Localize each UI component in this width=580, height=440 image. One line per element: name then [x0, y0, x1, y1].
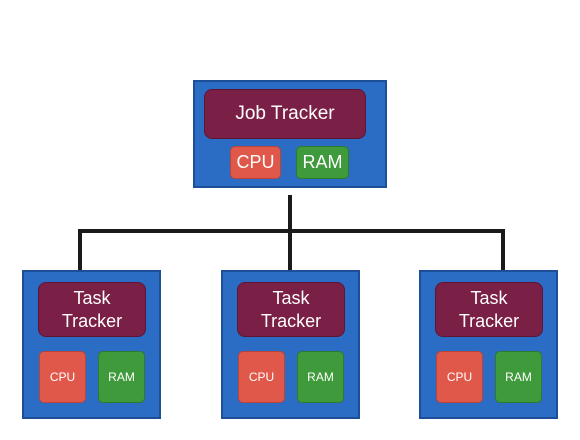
task-tracker-label-box-1: Task Tracker: [38, 282, 146, 337]
task-tracker-ram-label-1: RAM: [108, 370, 135, 384]
job-tracker-cpu-label: CPU: [236, 152, 275, 172]
job-tracker-ram-label: RAM: [302, 152, 343, 172]
connector-root-stem: [288, 195, 292, 231]
connector-child-1: [78, 229, 82, 272]
task-tracker-cpu-label-1: CPU: [49, 370, 76, 384]
task-tracker-ram-label-2: RAM: [307, 370, 334, 384]
task-tracker-cpu-label-3: CPU: [446, 370, 473, 384]
task-tracker-label-2: Task Tracker: [260, 287, 322, 331]
task-tracker-label-3: Task Tracker: [458, 287, 520, 331]
connector-child-3: [501, 229, 505, 272]
task-tracker-node-3: Task Tracker CPU RAM: [419, 270, 558, 419]
task-tracker-label-box-2: Task Tracker: [237, 282, 345, 337]
task-tracker-cpu-3: CPU: [436, 351, 483, 403]
job-tracker-label: Job Tracker: [235, 103, 335, 124]
task-tracker-ram-label-3: RAM: [505, 370, 532, 384]
task-tracker-label-1: Task Tracker: [61, 287, 123, 331]
task-tracker-ram-2: RAM: [297, 351, 344, 403]
task-tracker-cpu-label-2: CPU: [248, 370, 275, 384]
task-tracker-node-2: Task Tracker CPU RAM: [221, 270, 360, 419]
task-tracker-label-box-3: Task Tracker: [435, 282, 543, 337]
task-tracker-ram-3: RAM: [495, 351, 542, 403]
job-tracker-node: Job Tracker CPU RAM: [193, 80, 387, 188]
job-tracker-label-box: Job Tracker: [204, 89, 366, 139]
task-tracker-node-1: Task Tracker CPU RAM: [22, 270, 161, 419]
task-tracker-cpu-2: CPU: [238, 351, 285, 403]
job-tracker-cpu: CPU: [230, 146, 281, 179]
task-tracker-ram-1: RAM: [98, 351, 145, 403]
task-tracker-cpu-1: CPU: [39, 351, 86, 403]
connector-child-2: [288, 229, 292, 272]
job-tracker-ram: RAM: [296, 146, 349, 179]
